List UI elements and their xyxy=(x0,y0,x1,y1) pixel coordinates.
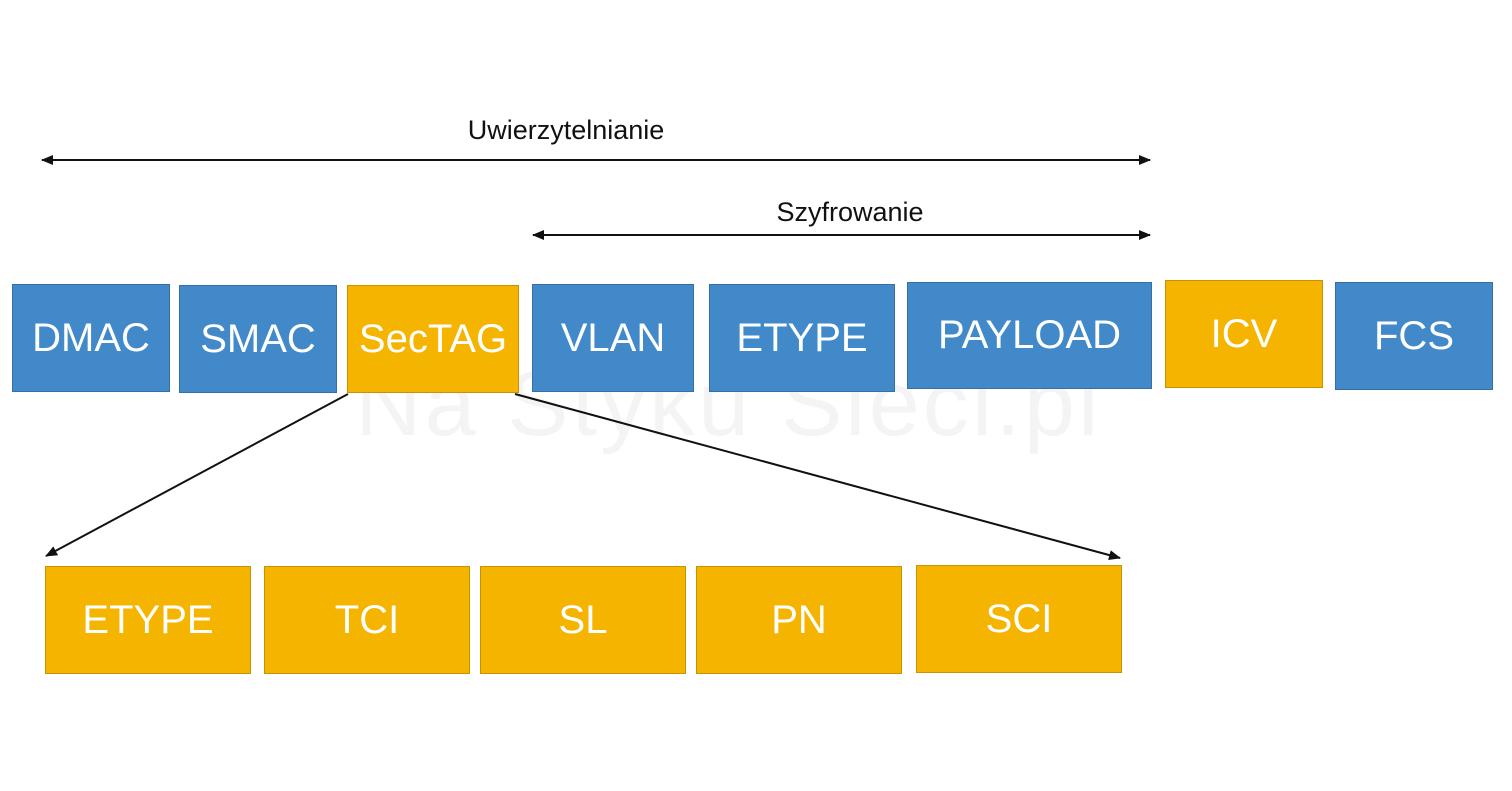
sectag-field-sl: SL xyxy=(480,566,686,674)
frame-field-label: FCS xyxy=(1374,313,1454,358)
frame-field-sectag: SecTAG xyxy=(347,285,519,393)
frame-field-label: SecTAG xyxy=(358,316,508,361)
sectag-field-label: PN xyxy=(771,597,827,642)
frame-field-smac: SMAC xyxy=(179,285,337,393)
authentication-label: Uwierzytelnianie xyxy=(467,115,665,145)
frame-field-etype: ETYPE xyxy=(709,284,895,392)
frame-field-icv: ICV xyxy=(1165,280,1323,388)
frame-field-label: DMAC xyxy=(32,315,150,360)
frame-field-vlan: VLAN xyxy=(532,284,694,392)
sectag-field-pn: PN xyxy=(696,566,902,674)
frame-field-label: ICV xyxy=(1210,311,1278,356)
frame-field-label: SMAC xyxy=(200,316,316,361)
sectag-field-etype: ETYPE xyxy=(45,566,251,674)
sectag-field-label: TCI xyxy=(334,597,400,642)
sectag-field-tci: TCI xyxy=(264,566,470,674)
frame-field-label: ETYPE xyxy=(736,315,868,360)
frame-field-label: VLAN xyxy=(560,315,666,360)
sectag-expand-right-arrow xyxy=(514,393,1121,560)
frame-field-fcs: FCS xyxy=(1335,282,1493,390)
sectag-field-sci: SCI xyxy=(916,565,1122,673)
encryption-label: Szyfrowanie xyxy=(776,197,924,227)
sectag-field-label: SL xyxy=(558,597,608,642)
sectag-field-label: SCI xyxy=(985,596,1053,641)
frame-field-dmac: DMAC xyxy=(12,284,170,392)
sectag-field-label: ETYPE xyxy=(82,597,214,642)
sectag-expand-left-arrow xyxy=(45,393,349,557)
frame-field-label: PAYLOAD xyxy=(937,313,1122,357)
frame-field-payload: PAYLOAD xyxy=(907,282,1152,389)
